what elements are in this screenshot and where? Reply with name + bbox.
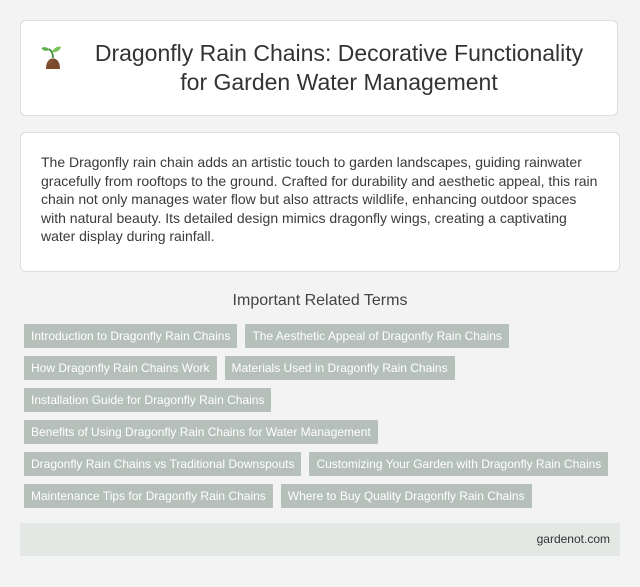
title-row: Dragonfly Rain Chains: Decorative Functi… — [39, 39, 599, 97]
term-tag[interactable]: How Dragonfly Rain Chains Work — [24, 356, 217, 380]
page-title: Dragonfly Rain Chains: Decorative Functi… — [94, 40, 584, 95]
term-tag[interactable]: Benefits of Using Dragonfly Rain Chains … — [24, 420, 378, 444]
sprout-icon — [41, 46, 61, 69]
term-row: How Dragonfly Rain Chains Work Materials… — [24, 356, 624, 380]
term-row: Benefits of Using Dragonfly Rain Chains … — [24, 420, 624, 444]
term-tag[interactable]: Customizing Your Garden with Dragonfly R… — [309, 452, 609, 476]
term-row: Installation Guide for Dragonfly Rain Ch… — [24, 388, 624, 412]
term-tag[interactable]: Where to Buy Quality Dragonfly Rain Chai… — [280, 484, 532, 508]
term-tag[interactable]: Dragonfly Rain Chains vs Traditional Dow… — [24, 452, 302, 476]
description-text: The Dragonfly rain chain adds an artisti… — [41, 154, 598, 244]
footer: gardenot.com — [20, 523, 620, 556]
term-tag[interactable]: The Aesthetic Appeal of Dragonfly Rain C… — [245, 324, 509, 348]
footer-site-link[interactable]: gardenot.com — [536, 532, 610, 546]
related-terms-list: Introduction to Dragonfly Rain Chains Th… — [24, 324, 624, 516]
term-tag[interactable]: Installation Guide for Dragonfly Rain Ch… — [24, 388, 272, 412]
term-row: Maintenance Tips for Dragonfly Rain Chai… — [24, 484, 624, 508]
term-row: Introduction to Dragonfly Rain Chains Th… — [24, 324, 624, 348]
term-tag[interactable]: Maintenance Tips for Dragonfly Rain Chai… — [24, 484, 273, 508]
description-card: The Dragonfly rain chain adds an artisti… — [20, 132, 620, 272]
term-tag[interactable]: Materials Used in Dragonfly Rain Chains — [224, 356, 455, 380]
related-terms-heading: Important Related Terms — [232, 292, 408, 309]
term-row: Dragonfly Rain Chains vs Traditional Dow… — [24, 452, 624, 476]
title-card: Dragonfly Rain Chains: Decorative Functi… — [20, 20, 618, 116]
term-tag[interactable]: Introduction to Dragonfly Rain Chains — [24, 324, 238, 348]
